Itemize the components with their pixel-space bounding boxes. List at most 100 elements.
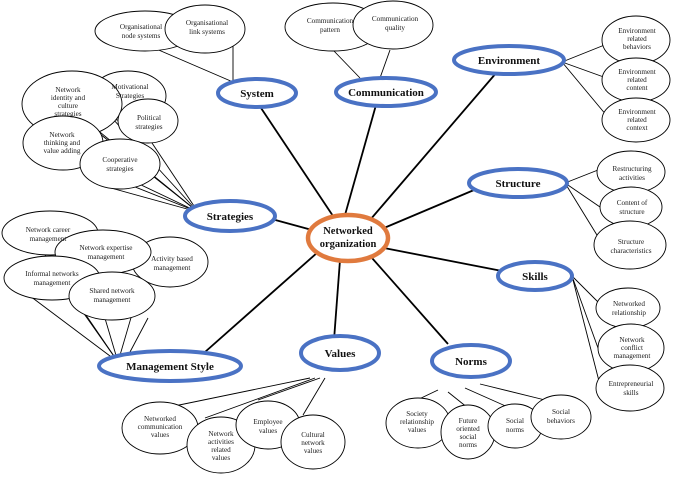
branch-line: [257, 377, 321, 401]
node-norms: Norms: [430, 343, 512, 379]
spoke-system: [256, 101, 338, 223]
bubble-cooperative: [79, 138, 161, 190]
restructuring-line: Restructuring: [612, 165, 652, 173]
env-behaviors-line: related: [627, 35, 647, 43]
social-norms-line: Social: [506, 417, 524, 425]
bubble-political: [117, 98, 179, 144]
net-relationship-line: Networked: [613, 300, 645, 308]
branch-line: [302, 377, 326, 416]
spoke-skills: [383, 247, 503, 272]
net-comm-values-line: Networked: [144, 415, 176, 423]
society-line: values: [408, 426, 427, 434]
restructuring-line: activities: [619, 174, 645, 182]
branch-line: [464, 387, 511, 409]
spoke-values: [333, 259, 341, 341]
shared-line: Shared network: [89, 287, 135, 295]
node-values: Values: [299, 334, 381, 372]
net-conflict-line: Network: [619, 336, 645, 344]
spoke-communication: [344, 104, 377, 216]
net-identity-line: identity and: [51, 94, 86, 102]
node-strategies-label: Strategies: [207, 211, 254, 223]
net-career-line: management: [30, 235, 67, 243]
cooperative-line: strategies: [106, 165, 133, 173]
net-identity-line: strategies: [54, 110, 81, 118]
bubble-shared: [68, 271, 156, 321]
future-line: social: [460, 433, 477, 441]
branch-line: [571, 275, 601, 386]
node-norms-label: Norms: [455, 356, 487, 368]
net-comm-values-line: communication: [138, 423, 183, 431]
branch-line: [571, 275, 599, 303]
spoke-norms: [371, 257, 449, 345]
cultural-values-line: Cultural: [301, 431, 325, 439]
comm-pattern-line: Communication: [307, 17, 354, 25]
node-values-ring: [299, 334, 381, 372]
branch-line: [561, 61, 613, 123]
political-line: Political: [137, 114, 161, 122]
spoke-environment: [369, 71, 498, 221]
comm-pattern-line: pattern: [320, 26, 340, 34]
node-environment: Environment: [452, 44, 566, 76]
activity-based-line: management: [154, 264, 191, 272]
social-behaviors-line: behaviors: [547, 417, 575, 425]
node-environment-ring: [452, 44, 566, 76]
bubble-net-relationship: [595, 287, 661, 329]
node-skills: Skills: [496, 260, 574, 292]
center-node-line1: Networked: [323, 226, 373, 237]
informal-line: management: [34, 279, 71, 287]
node-system-ring: [216, 77, 298, 109]
spoke-management: [204, 251, 319, 353]
cultural-values-line: values: [304, 447, 323, 455]
env-behaviors-line: Environment: [618, 27, 656, 35]
employee-values-line: values: [259, 427, 278, 435]
future-line: Future: [459, 417, 478, 425]
center-node: Networked organization: [305, 212, 391, 264]
future-line: norms: [459, 441, 477, 449]
content-structure-line: Content of: [617, 199, 648, 207]
entrepreneurial-line: skills: [623, 389, 638, 397]
branch-line: [332, 49, 361, 79]
net-relationship-line: relationship: [612, 309, 646, 317]
net-activities-line: related: [211, 446, 231, 454]
employee-values-line: Employee: [253, 418, 282, 426]
net-thinking-line: value adding: [44, 147, 81, 155]
net-thinking-line: thinking and: [44, 139, 81, 147]
branch-line: [204, 377, 316, 419]
political-line: strategies: [135, 123, 162, 131]
center-node-line2: organization: [320, 239, 377, 250]
branch-line: [379, 49, 391, 79]
node-communication-ring: [334, 76, 438, 108]
branch-line: [129, 317, 149, 353]
node-structure-label: Structure: [495, 178, 540, 190]
comm-quality-line: Communication: [372, 15, 419, 23]
org-link-systems-line: link systems: [189, 28, 225, 36]
bubble-org-link-systems: [164, 4, 246, 54]
net-comm-values-line: values: [151, 431, 170, 439]
bubble-cultural-values: [280, 414, 346, 470]
structure-char-line: characteristics: [610, 247, 651, 255]
informal-line: Informal networks: [25, 270, 78, 278]
node-communication: Communication: [334, 76, 438, 108]
social-behaviors-line: Social: [552, 408, 570, 416]
bubble-comm-quality: [352, 0, 434, 50]
future-line: oriented: [456, 425, 480, 433]
